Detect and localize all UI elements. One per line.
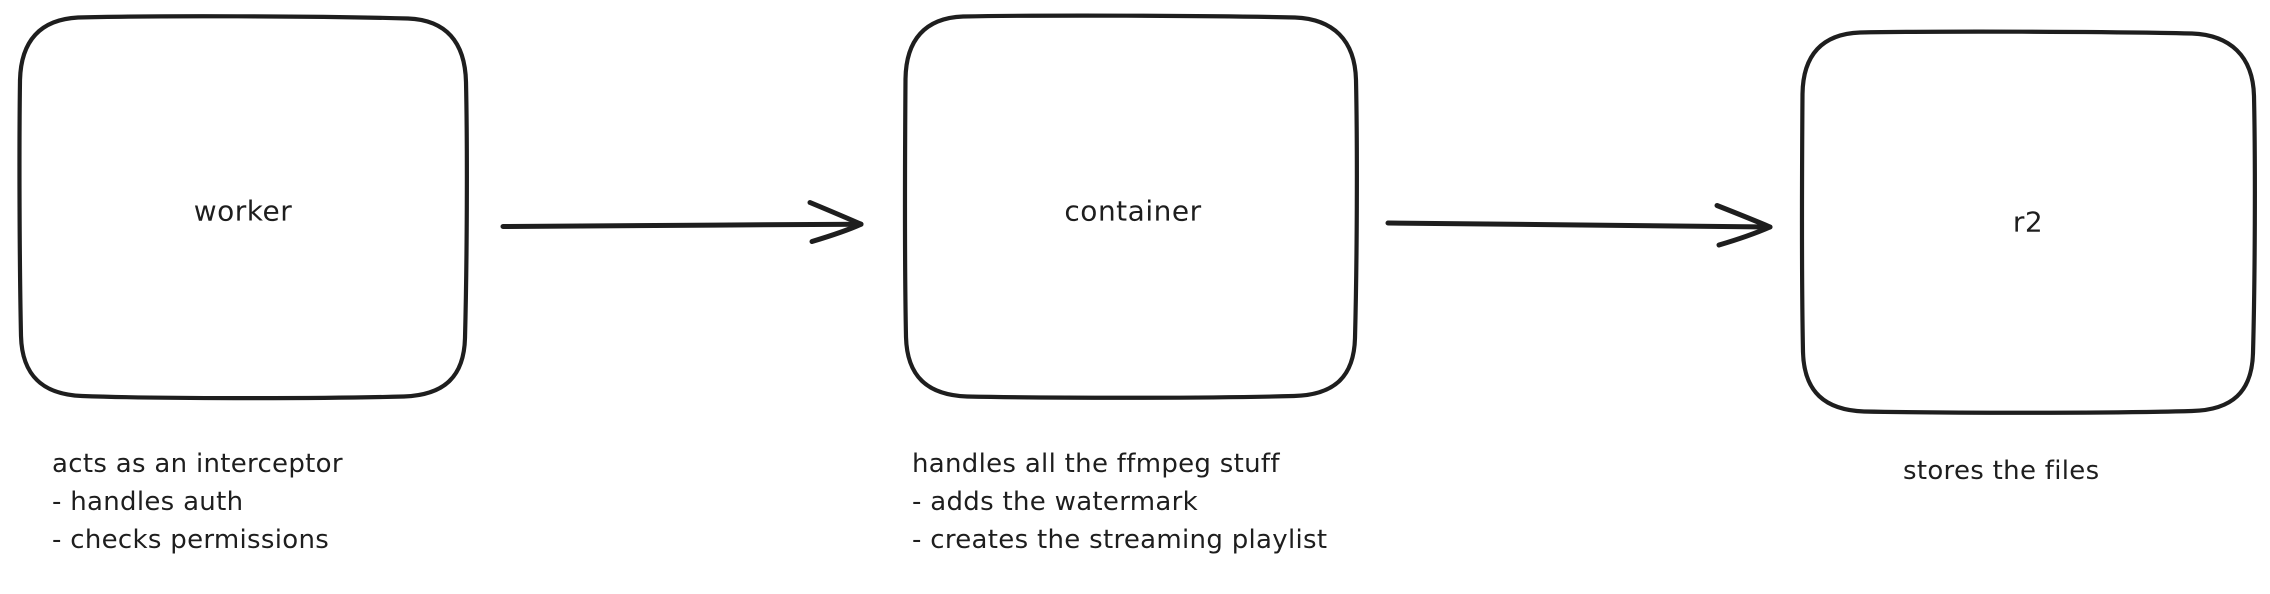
worker-note-line: - handles auth bbox=[52, 487, 244, 517]
container-node-box[interactable] bbox=[902, 13, 1359, 400]
worker-node-box[interactable] bbox=[17, 14, 469, 401]
r2-note-line: stores the files bbox=[1903, 456, 2100, 486]
worker-node-label[interactable]: worker bbox=[193, 194, 293, 228]
worker-note-line: acts as an interceptor bbox=[52, 449, 343, 479]
container-note[interactable]: handles all the ffmpeg stuff - adds the … bbox=[912, 445, 1327, 559]
container-node-label[interactable]: container bbox=[1064, 194, 1202, 228]
worker-note[interactable]: acts as an interceptor - handles auth - … bbox=[52, 445, 343, 559]
arrow-worker-to-container[interactable] bbox=[500, 200, 864, 244]
container-note-line: handles all the ffmpeg stuff bbox=[912, 449, 1280, 479]
r2-node-box[interactable] bbox=[1799, 29, 2257, 415]
r2-node-label[interactable]: r2 bbox=[2012, 205, 2044, 239]
container-note-line: - creates the streaming playlist bbox=[912, 525, 1328, 555]
worker-note-line: - checks permissions bbox=[52, 525, 330, 555]
r2-note[interactable]: stores the files bbox=[1903, 452, 2099, 490]
arrow-container-to-r2[interactable] bbox=[1385, 203, 1773, 248]
container-note-line: - adds the watermark bbox=[912, 487, 1198, 517]
